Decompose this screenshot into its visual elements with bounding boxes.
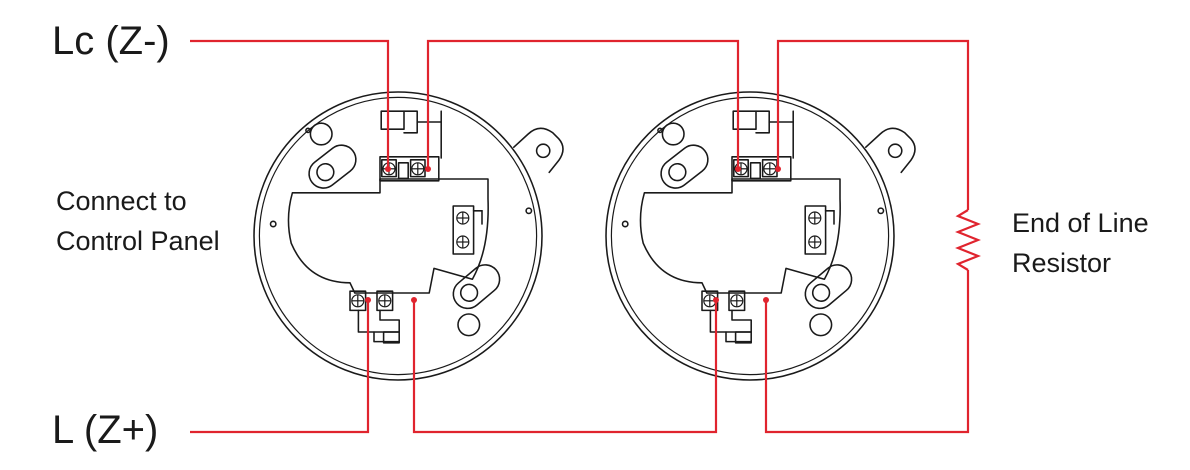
l-label: L (Z+) [52, 408, 159, 452]
eol-resistor [955, 209, 981, 271]
detector-base-2 [605, 91, 916, 381]
wire-eol-top [776, 39, 970, 210]
control-panel-label-line2: Control Panel [56, 226, 220, 256]
wire-eol-bottom [764, 270, 970, 434]
detector-base-1 [253, 91, 564, 381]
wiring [190, 39, 981, 434]
wire-l-in [190, 300, 370, 434]
wire-lc-in [190, 39, 390, 169]
resistor-label-line1: End of Line [1012, 208, 1149, 238]
control-panel-label-line1: Connect to [56, 186, 187, 216]
wire-l-link [412, 300, 718, 434]
wire-lc-link [426, 39, 740, 169]
terminal-dots [365, 166, 781, 303]
resistor-label-line2: Resistor [1012, 248, 1112, 278]
lc-label: Lc (Z-) [52, 19, 170, 63]
